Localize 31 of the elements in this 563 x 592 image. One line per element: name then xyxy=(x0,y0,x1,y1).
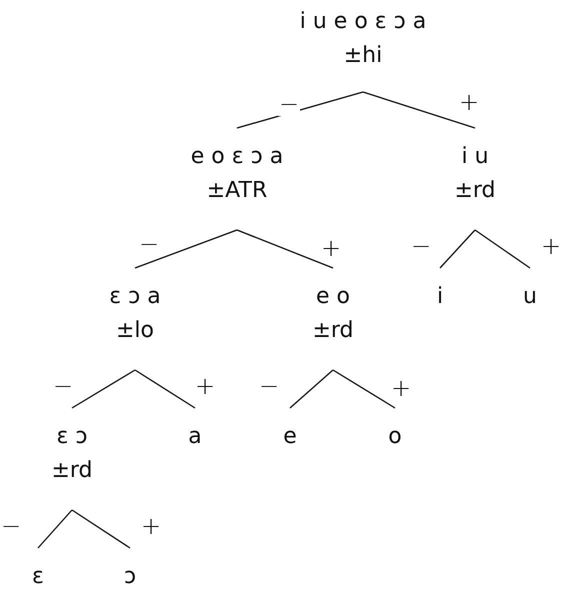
segment-set: ɛ xyxy=(31,563,45,591)
branch-line xyxy=(38,510,72,548)
segment-set: o xyxy=(387,423,403,451)
segment-set: i u xyxy=(460,143,490,171)
feature-label: ±hi xyxy=(342,42,384,70)
segment-set: e xyxy=(282,423,298,451)
segment-set: i xyxy=(436,283,444,311)
branch-line xyxy=(440,230,476,268)
segment-set: ɛ ɔ xyxy=(56,423,88,451)
feature-label: ±rd xyxy=(50,457,94,485)
feature-label: ±ATR xyxy=(206,177,268,205)
segment-set: u xyxy=(522,283,538,311)
branch-line xyxy=(474,229,530,269)
branch-line xyxy=(134,229,238,269)
branch-line xyxy=(290,370,334,408)
branch-line xyxy=(332,369,396,409)
segment-set: i u e o ɛ ɔ a xyxy=(298,8,428,36)
branch-line xyxy=(134,369,196,409)
branch-line xyxy=(236,229,334,269)
segment-set: ɛ ɔ a xyxy=(108,283,162,311)
branch-line xyxy=(362,91,476,129)
segment-set: ɔ xyxy=(122,563,138,591)
branch-line xyxy=(72,509,130,549)
feature-label: ±lo xyxy=(114,317,155,345)
feature-label: ±rd xyxy=(453,177,497,205)
segment-set: e o xyxy=(315,283,351,311)
segment-set: e o ɛ ɔ a xyxy=(190,143,284,171)
feature-label: ±rd xyxy=(311,317,355,345)
branch-line xyxy=(72,369,136,409)
segment-set: a xyxy=(187,423,203,451)
branch-line xyxy=(236,91,364,129)
